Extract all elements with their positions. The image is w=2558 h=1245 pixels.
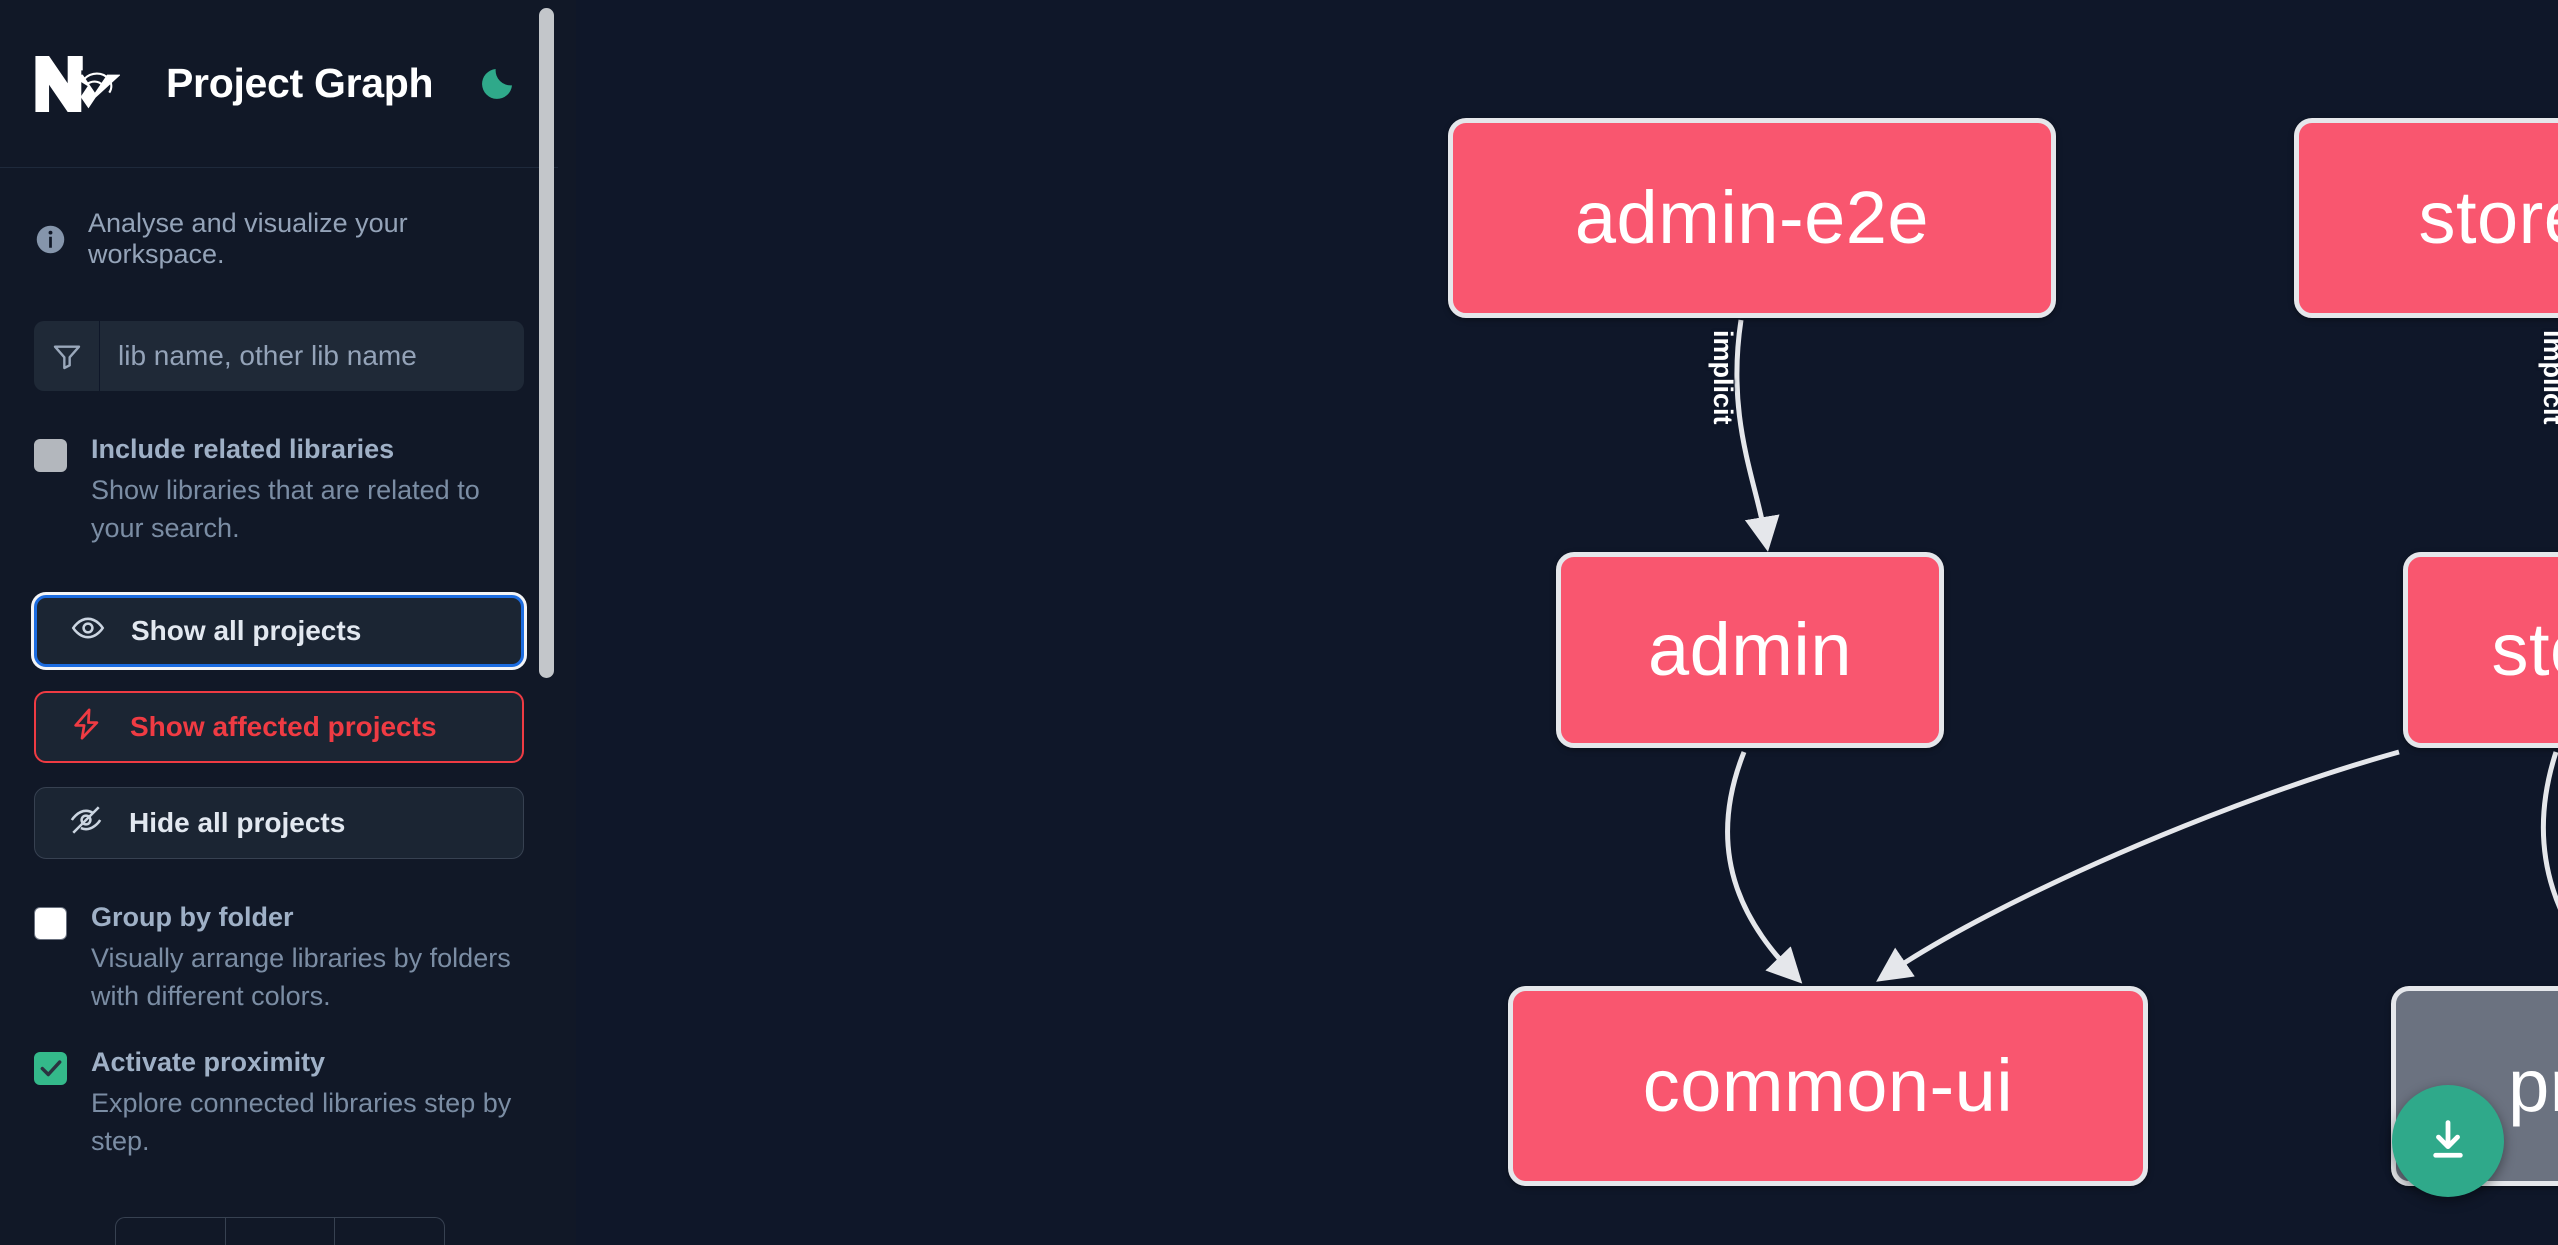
info-icon: [34, 223, 67, 256]
filter-icon: [34, 321, 100, 391]
download-graph-button[interactable]: [2392, 1085, 2504, 1197]
edge-label-implicit-admin: implicit: [1708, 330, 1738, 425]
moon-icon[interactable]: [471, 58, 523, 110]
hide-all-projects-button[interactable]: Hide all projects: [34, 787, 524, 860]
sidebar-scrollbar-thumb[interactable]: [539, 8, 554, 678]
show-all-projects-button[interactable]: Show all projects: [34, 595, 524, 668]
show-affected-projects-label: Show affected projects: [130, 711, 437, 743]
check-icon: [40, 1060, 61, 1077]
sidebar-header: Project Graph: [0, 0, 558, 168]
graph-canvas[interactable]: implicit implicit admin-e2e store-e2e ad…: [576, 0, 2558, 1245]
graph-node-admin-e2e[interactable]: admin-e2e: [1448, 118, 2056, 318]
activate-proximity-description: Explore connected libraries step by step…: [91, 1087, 512, 1156]
include-related-libraries-description: Show libraries that are related to your …: [91, 474, 480, 544]
segment-1[interactable]: [116, 1218, 226, 1245]
workspace-subtitle: Analyse and visualize your workspace.: [88, 208, 408, 269]
graph-node-label: store: [2491, 608, 2558, 691]
graph-node-label: common-ui: [1642, 1044, 2014, 1127]
checkbox-row-activate-proximity[interactable]: Activate proximity Explore connected lib…: [0, 1016, 558, 1160]
eye-icon: [71, 611, 105, 652]
graph-node-store[interactable]: store: [2403, 552, 2558, 748]
group-by-folder-checkbox[interactable]: [34, 907, 67, 941]
edge-admin-e2e-to-admin: [1734, 319, 1780, 552]
show-all-projects-label: Show all projects: [131, 615, 362, 647]
group-by-folder-description: Visually arrange libraries by folders wi…: [91, 943, 511, 1012]
segment-2[interactable]: [226, 1218, 336, 1245]
edge-store-to-products: [2540, 751, 2558, 910]
hide-all-projects-label: Hide all projects: [129, 807, 346, 839]
include-related-libraries-checkbox[interactable]: [34, 439, 67, 472]
graph-node-label: admin-e2e: [1574, 176, 1930, 259]
edge-label-implicit-store: implicit: [2538, 330, 2558, 425]
page-title: Project Graph: [166, 60, 434, 106]
search-input[interactable]: [100, 321, 524, 391]
nx-logo-icon: [34, 53, 121, 115]
show-affected-projects-button[interactable]: Show affected projects: [34, 691, 524, 764]
project-action-buttons: Show all projects Show affected projects: [34, 595, 524, 860]
search-bar[interactable]: [34, 321, 524, 391]
graph-node-admin[interactable]: admin: [1556, 552, 1944, 748]
sidebar: Project Graph Analyse and visualize yo: [0, 0, 576, 1245]
graph-node-label: store-e2e: [2418, 176, 2558, 259]
edge-store-to-common-ui: [1876, 749, 2400, 982]
activate-proximity-label: Activate proximity: [91, 1046, 326, 1077]
download-icon: [2433, 1120, 2463, 1158]
edge-admin-to-common-ui: [1725, 751, 1803, 984]
include-related-libraries-label: Include related libraries: [91, 434, 395, 464]
graph-node-common-ui[interactable]: common-ui: [1508, 986, 2148, 1186]
activate-proximity-checkbox[interactable]: [34, 1051, 67, 1085]
sidebar-scrollbar[interactable]: [539, 0, 554, 1245]
graph-node-label: admin: [1647, 608, 1853, 691]
lightning-icon: [70, 707, 104, 748]
group-by-folder-label: Group by folder: [91, 902, 294, 933]
checkbox-row-include-related-libraries[interactable]: Include related libraries Show libraries…: [0, 391, 558, 547]
graph-node-store-e2e[interactable]: store-e2e: [2294, 118, 2558, 318]
graph-node-label: products: [2508, 1044, 2558, 1127]
proximity-step-segmented-control[interactable]: [115, 1217, 445, 1245]
eye-off-icon: [69, 803, 103, 844]
segment-3[interactable]: [335, 1218, 444, 1245]
checkbox-row-group-by-folder[interactable]: Group by folder Visually arrange librari…: [0, 859, 558, 1015]
workspace-subtitle-row: Analyse and visualize your workspace.: [0, 168, 558, 270]
